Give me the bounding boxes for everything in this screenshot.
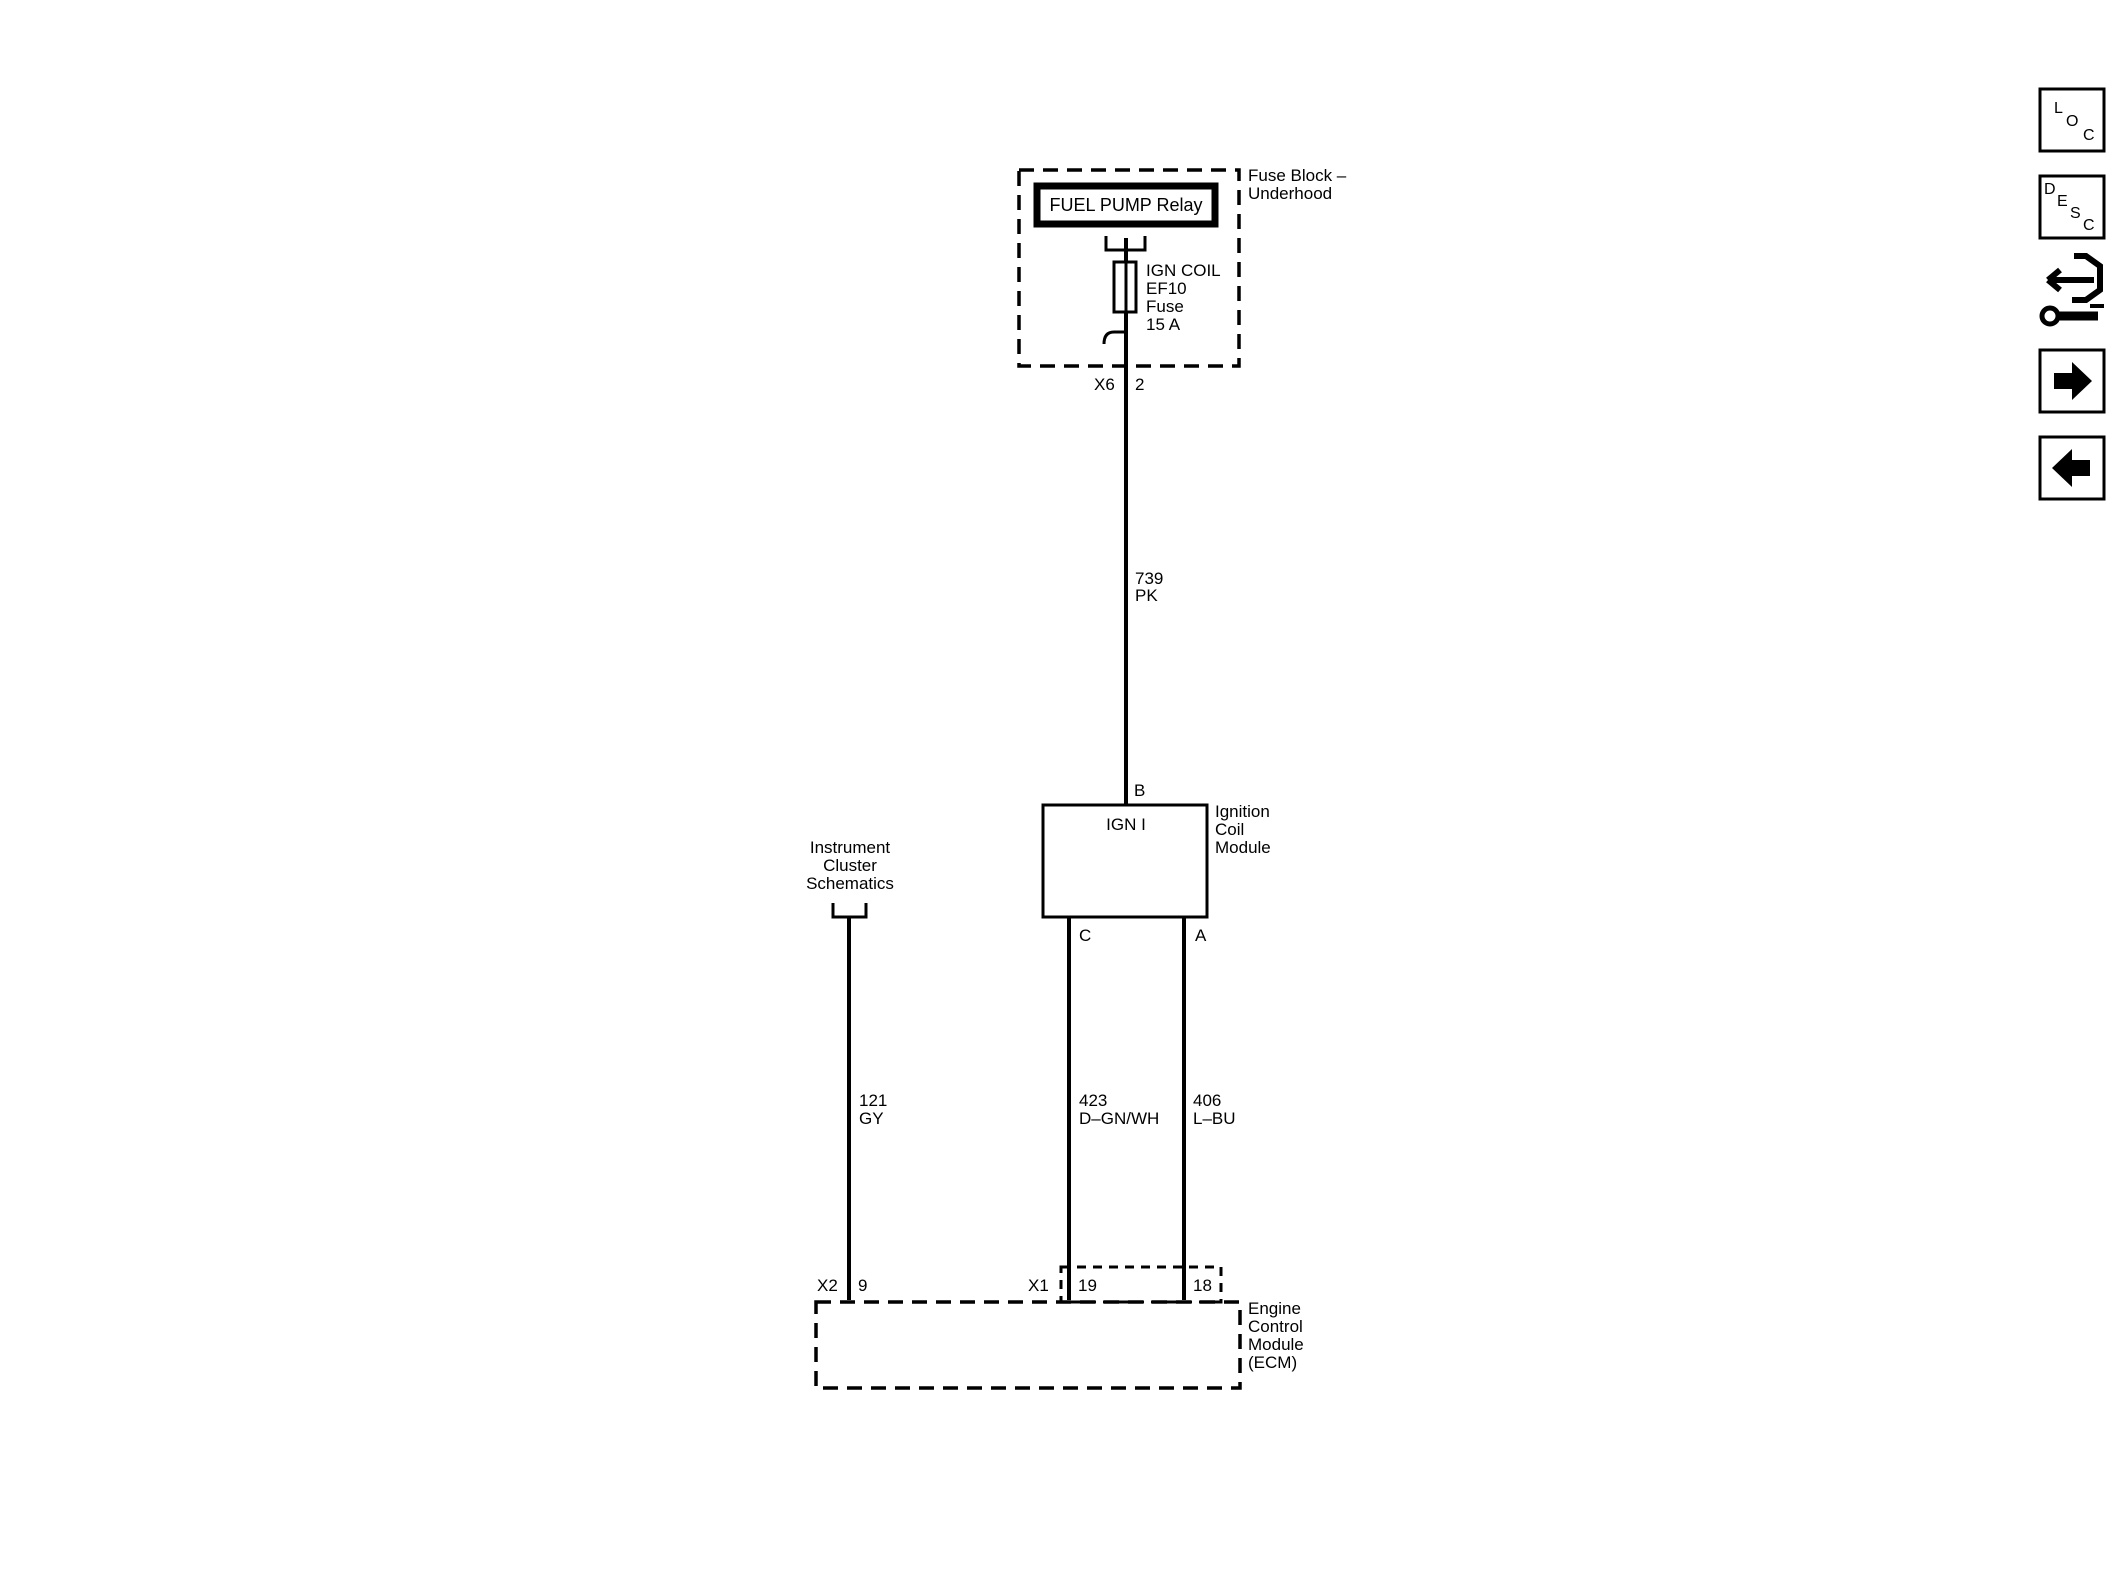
fuse-label-line1: IGN COIL <box>1146 261 1221 280</box>
pin-c-label: C <box>1079 926 1091 945</box>
ignition-coil-label-line3: Module <box>1215 838 1271 857</box>
pin-19-label: 19 <box>1078 1276 1097 1295</box>
previous-button[interactable] <box>2038 435 2106 501</box>
desc-letter-2: E <box>2057 193 2068 210</box>
pin-18-label: 18 <box>1193 1276 1212 1295</box>
wire-406-color: L–BU <box>1193 1109 1236 1128</box>
fuse-label-line3: Fuse <box>1146 297 1184 316</box>
ignition-coil-label-line1: Ignition <box>1215 802 1270 821</box>
loc-letter-1: L <box>2054 100 2063 117</box>
connector-repair-button[interactable] <box>2039 253 2104 327</box>
fuel-pump-relay[interactable]: FUEL PUMP Relay <box>1033 182 1219 228</box>
loc-letter-3: C <box>2083 127 2095 144</box>
next-button[interactable] <box>2038 348 2106 414</box>
fuse-block-label-line2: Underhood <box>1248 184 1332 203</box>
wire-406-circuit: 406 <box>1193 1091 1221 1110</box>
fuse-block-label-line1: Fuse Block – <box>1248 166 1347 185</box>
ecm-label-line3: Module <box>1248 1335 1304 1354</box>
pin-b-label: B <box>1134 781 1145 800</box>
desc-letter-4: C <box>2083 217 2095 234</box>
ignition-coil-label-line2: Coil <box>1215 820 1244 839</box>
connector-x6-label: X6 <box>1094 375 1115 394</box>
loc-button[interactable]: L O C <box>2038 87 2106 153</box>
ecm-label-line1: Engine <box>1248 1299 1301 1318</box>
instrument-cluster-label-line1: Instrument <box>810 838 891 857</box>
instrument-cluster-label-line3: Schematics <box>806 874 894 893</box>
wire-121-color: GY <box>859 1109 884 1128</box>
connector-x2-label: X2 <box>817 1276 838 1295</box>
ignition-coil-module-box <box>1041 803 1209 919</box>
ecm-outline <box>814 1300 1242 1390</box>
desc-icon <box>2038 174 2106 240</box>
pin-a-label: A <box>1195 926 1207 945</box>
ignition-coil-module[interactable]: IGN I <box>1041 803 1209 919</box>
desc-button[interactable]: D E S C <box>2038 174 2106 240</box>
pin-9-label: 9 <box>858 1276 867 1295</box>
wire-423-color: D–GN/WH <box>1079 1109 1159 1128</box>
wire-739-color: PK <box>1135 586 1158 605</box>
loc-icon <box>2038 87 2106 153</box>
ecm-x1-connector-outline <box>1059 1265 1223 1304</box>
relay-box <box>1033 182 1219 228</box>
relay-label: FUEL PUMP Relay <box>1049 195 1202 215</box>
engine-control-module[interactable] <box>814 1265 1242 1390</box>
fuse-block-underhood: Fuse Block – Underhood FUEL PUMP Relay I… <box>1017 166 1347 394</box>
ign-coil-fuse[interactable] <box>1102 236 1147 345</box>
instrument-cluster-schematics-ref[interactable]: Instrument Cluster Schematics <box>806 838 894 919</box>
fuse-label-line2: EF10 <box>1146 279 1187 298</box>
connector-x1-label: X1 <box>1028 1276 1049 1295</box>
ign-i-label: IGN I <box>1106 815 1146 834</box>
cluster-connector-bracket <box>831 903 868 919</box>
wire-121-circuit: 121 <box>859 1091 887 1110</box>
fuse-bottom-terminal <box>1102 330 1126 345</box>
loc-letter-2: O <box>2066 113 2078 130</box>
pin-2-label: 2 <box>1135 375 1144 394</box>
desc-letter-3: S <box>2070 205 2081 222</box>
connector-repair-icon <box>2039 253 2104 327</box>
ecm-label-line2: Control <box>1248 1317 1303 1336</box>
wire-423-circuit: 423 <box>1079 1091 1107 1110</box>
instrument-cluster-label-line2: Cluster <box>823 856 877 875</box>
fuse-block-outline <box>1017 168 1241 368</box>
wire-739-circuit: 739 <box>1135 569 1163 588</box>
ecm-label-line4: (ECM) <box>1248 1353 1297 1372</box>
fuse-label-line4: 15 A <box>1146 315 1181 334</box>
nav-toolbar: L O C D E S C <box>2038 87 2106 501</box>
desc-letter-1: D <box>2044 181 2056 198</box>
